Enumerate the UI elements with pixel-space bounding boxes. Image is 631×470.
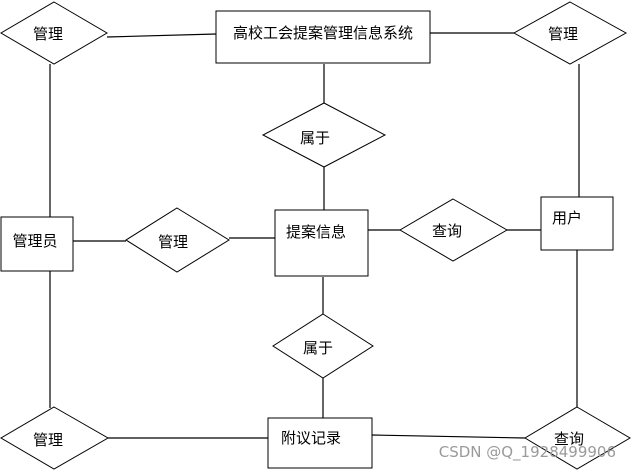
entity-user-box (540, 196, 614, 251)
entity-proposal-box (274, 209, 369, 277)
relation-manage-middle-diamond (125, 207, 230, 273)
relation-manage-top-left-label: 管理 (33, 25, 63, 43)
relation-query-bottom-right-diamond (524, 406, 631, 470)
relation-belongs-bottom-label: 属于 (303, 339, 333, 357)
entity-admin-box (0, 216, 74, 272)
entity-system-box (215, 10, 431, 64)
entity-system-label: 高校工会提案管理信息系统 (233, 24, 413, 42)
relation-belongs-bottom-diamond (272, 313, 374, 379)
relation-query-middle-label: 查询 (432, 222, 462, 240)
entity-attachment-box (267, 417, 373, 469)
entity-admin-label: 管理员 (12, 232, 57, 250)
relation-manage-bottom-left-label: 管理 (33, 431, 63, 449)
edge-system-manage-top-left (106, 33, 217, 38)
relation-manage-top-right-diamond (512, 1, 628, 65)
relation-manage-top-right-label: 管理 (548, 25, 578, 43)
relation-query-bottom-right-label: 查询 (554, 430, 584, 448)
relation-manage-middle-label: 管理 (158, 233, 188, 251)
edge-attachment-query-bottom-right (371, 434, 526, 439)
csdn-watermark: CSDN @Q_1928499906 (439, 443, 616, 462)
entity-user-label: 用户 (552, 209, 582, 227)
relation-belongs-top-diamond (261, 102, 387, 168)
entity-proposal-label: 提案信息 (286, 223, 346, 241)
relation-manage-bottom-left-diamond (0, 406, 110, 470)
relation-manage-top-left-diamond (0, 1, 108, 65)
entity-attachment-label: 附议记录 (281, 429, 341, 447)
relation-query-middle-diamond (399, 198, 509, 262)
relation-belongs-top-label: 属于 (300, 129, 330, 147)
